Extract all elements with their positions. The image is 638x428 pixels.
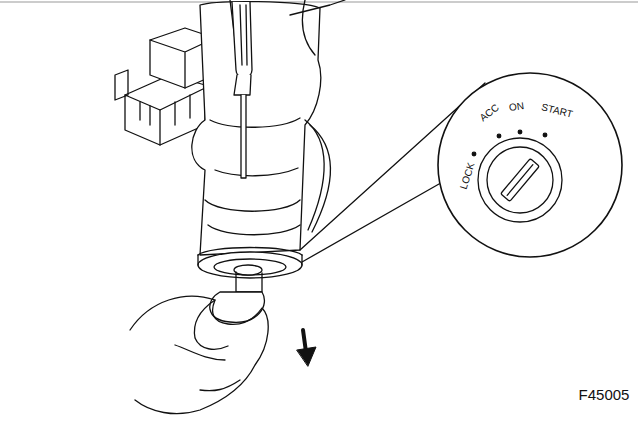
figure-number: F45005 [579, 387, 630, 402]
switch-position-label: ON [508, 101, 524, 113]
